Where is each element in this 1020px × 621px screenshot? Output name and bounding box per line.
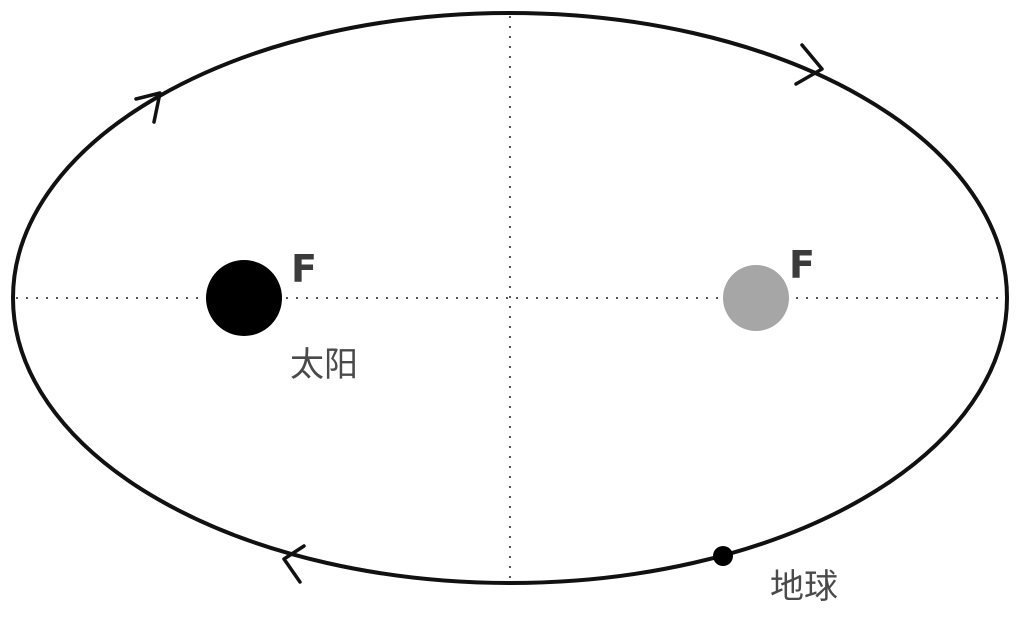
focus-label-right: F xyxy=(789,243,815,287)
direction-arrow-top-left xyxy=(134,91,162,124)
direction-arrow-top-right xyxy=(794,43,824,86)
elliptical-orbit xyxy=(11,11,1009,585)
earth-label: 地球 xyxy=(770,567,838,607)
earth-dot xyxy=(713,546,733,566)
focus-label-left: F xyxy=(291,247,317,291)
sun-label: 太阳 xyxy=(290,345,358,385)
empty-focus xyxy=(723,265,789,331)
direction-arrow-bottom xyxy=(282,544,306,584)
sun-focus xyxy=(206,260,282,336)
